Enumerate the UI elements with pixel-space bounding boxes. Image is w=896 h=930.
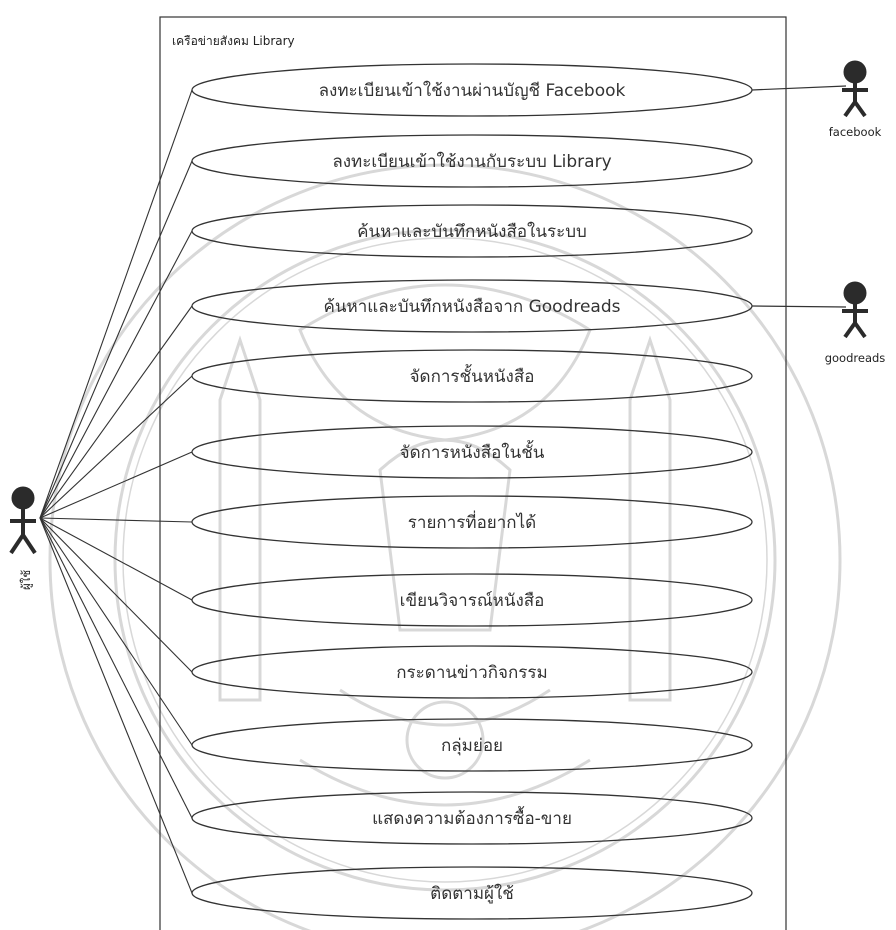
association-line-user-7 xyxy=(39,517,193,523)
association-line-user-12 xyxy=(39,517,193,894)
use-case-label: กระดานข่าวกิจกรรม xyxy=(396,663,548,683)
use-case-label: ติดตามผู้ใช้ xyxy=(430,883,514,904)
use-case-label: แสดงความต้องการซื้อ-ขาย xyxy=(372,806,572,829)
use-case-7: รายการที่อยากได้ xyxy=(191,495,753,549)
association-line-user-4 xyxy=(39,305,193,519)
use-case-ellipse xyxy=(191,204,753,258)
use-case-4: ค้นหาและบันทึกหนังสือจาก Goodreads xyxy=(191,279,753,333)
actor-goodreads-label: goodreads xyxy=(825,351,886,365)
use-case-label: รายการที่อยากได้ xyxy=(408,510,536,533)
use-case-label: ลงทะเบียนเข้าใช้งานผ่านบัญชี Facebook xyxy=(319,80,626,101)
use-case-6: จัดการหนังสือในชั้น xyxy=(191,425,753,479)
user-associations xyxy=(39,89,193,894)
use-case-11: แสดงความต้องการซื้อ-ขาย xyxy=(191,791,753,845)
university-seal-watermark xyxy=(48,163,842,930)
actor-user-head xyxy=(11,486,35,510)
association-line-user-5 xyxy=(39,375,193,519)
use-case-10: กลุ่มย่อย xyxy=(191,718,753,772)
use-case-ellipse xyxy=(191,279,753,333)
use-case-ellipse xyxy=(191,791,753,845)
actor-facebook-label: facebook xyxy=(829,125,882,139)
association-line-user-10 xyxy=(39,517,193,746)
use-case-ellipse xyxy=(191,349,753,403)
association-line-user-9 xyxy=(39,517,193,673)
use-case-label: ลงทะเบียนเข้าใช้งานกับระบบ Library xyxy=(332,151,611,172)
use-case-label: เขียนวิจารณ์หนังสือ xyxy=(400,591,545,611)
association-line-user-3 xyxy=(39,230,193,519)
association-line-user-8 xyxy=(39,517,193,601)
use-case-1: ลงทะเบียนเข้าใช้งานผ่านบัญชี Facebook xyxy=(191,63,753,117)
association-line-user-6 xyxy=(39,451,193,519)
use-case-label: ค้นหาและบันทึกหนังสือในระบบ xyxy=(357,221,587,242)
use-case-3: ค้นหาและบันทึกหนังสือในระบบ xyxy=(191,204,753,258)
association-line-user-1 xyxy=(39,89,193,519)
use-case-ellipse xyxy=(191,495,753,549)
use-case-label: จัดการชั้นหนังสือ xyxy=(410,364,535,387)
system-title: เครือข่ายสังคม Library xyxy=(172,34,295,48)
use-case-8: เขียนวิจารณ์หนังสือ xyxy=(191,573,753,627)
use-case-2: ลงทะเบียนเข้าใช้งานกับระบบ Library xyxy=(191,134,753,188)
use-case-ellipse xyxy=(191,63,753,117)
association-line-user-2 xyxy=(39,160,193,519)
use-case-label: จัดการหนังสือในชั้น xyxy=(400,440,545,463)
use-case-ellipse xyxy=(191,134,753,188)
use-case-ellipse xyxy=(191,573,753,627)
use-case-5: จัดการชั้นหนังสือ xyxy=(191,349,753,403)
actor-facebook xyxy=(842,60,868,118)
use-case-ellipse xyxy=(191,866,753,920)
use-case-12: ติดตามผู้ใช้ xyxy=(191,866,753,920)
external-associations xyxy=(751,85,847,308)
actor-user xyxy=(9,486,37,555)
use-case-ellipse xyxy=(191,645,753,699)
use-case-label: กลุ่มย่อย xyxy=(441,736,503,756)
association-line-goodreads xyxy=(751,305,847,308)
use-case-list: ลงทะเบียนเข้าใช้งานผ่านบัญชี Facebook ลงท… xyxy=(191,63,753,920)
actor-user-label: ผู้ใช้ xyxy=(19,570,33,590)
association-line-user-11 xyxy=(39,517,193,819)
actor-goodreads xyxy=(842,281,868,339)
system-boundary xyxy=(159,16,787,930)
association-line-facebook xyxy=(751,85,847,91)
use-case-ellipse xyxy=(191,718,753,772)
use-case-9: กระดานข่าวกิจกรรม xyxy=(191,645,753,699)
use-case-ellipse xyxy=(191,425,753,479)
use-case-label: ค้นหาและบันทึกหนังสือจาก Goodreads xyxy=(324,297,621,317)
